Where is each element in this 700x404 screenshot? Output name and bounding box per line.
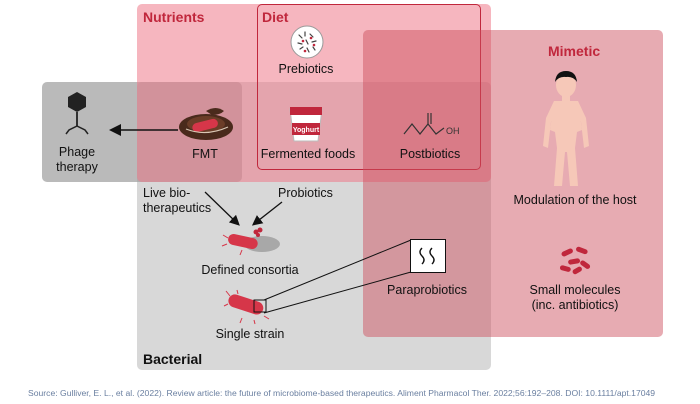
- live-bio-label: Live bio- therapeutics: [143, 186, 211, 216]
- fmt-icon: [179, 108, 233, 140]
- human-body-icon: [543, 71, 589, 186]
- paraprobiotics-icon: [410, 239, 446, 273]
- molecule-icon: OH: [403, 113, 460, 136]
- yoghurt-text: Yoghurt: [293, 127, 320, 134]
- single-strain-icon: [223, 289, 270, 325]
- defined-consortia-label: Defined consortia: [201, 263, 299, 277]
- small-molecules-line1: Small molecules: [529, 283, 621, 297]
- phage-icon: [65, 92, 89, 135]
- probiotics-arrow: [251, 201, 283, 226]
- small-molecules-line2: (inc. antibiotics): [531, 298, 619, 312]
- bacterial-title: Bacterial: [143, 351, 203, 367]
- fmt-label: FMT: [192, 147, 218, 161]
- zoom-line-bottom: [263, 271, 412, 314]
- oh-group-text: OH: [446, 126, 460, 136]
- phage-therapy-line1: Phage: [58, 145, 96, 159]
- small-molecules-label: Small molecules (inc. antibiotics): [510, 283, 640, 313]
- yoghurt-icon: Yoghurt: [289, 107, 323, 142]
- paraprobiotics-label: Paraprobiotics: [387, 283, 467, 297]
- mimetic-title: Mimetic: [548, 43, 601, 59]
- zoom-line-top: [263, 239, 412, 301]
- modulation-label: Modulation of the host: [513, 193, 637, 207]
- diet-region: [257, 4, 481, 170]
- prebiotics-icon: [290, 25, 324, 59]
- source-caption: Source: Gulliver, E. L., et al. (2022). …: [28, 388, 656, 398]
- single-strain-label: Single strain: [215, 327, 285, 341]
- postbiotics-label: Postbiotics: [399, 147, 461, 161]
- live-bio-line2: therapeutics: [143, 201, 212, 215]
- diet-title: Diet: [262, 9, 289, 25]
- consortia-bacteria-icon: [221, 227, 280, 256]
- live-bio-line1: Live bio-: [143, 186, 191, 200]
- fermented-foods-label: Fermented foods: [260, 147, 356, 161]
- mimetic-region: [363, 30, 663, 337]
- probiotics-label: Probiotics: [278, 186, 333, 200]
- phage-therapy-line2: therapy: [56, 160, 98, 174]
- nutrients-title: Nutrients: [143, 9, 205, 25]
- phage-therapy-label: Phage therapy: [43, 145, 111, 175]
- live-bio-arrow: [204, 191, 240, 226]
- small-molecules-icon: [559, 246, 591, 275]
- prebiotics-label: Prebiotics: [278, 62, 334, 76]
